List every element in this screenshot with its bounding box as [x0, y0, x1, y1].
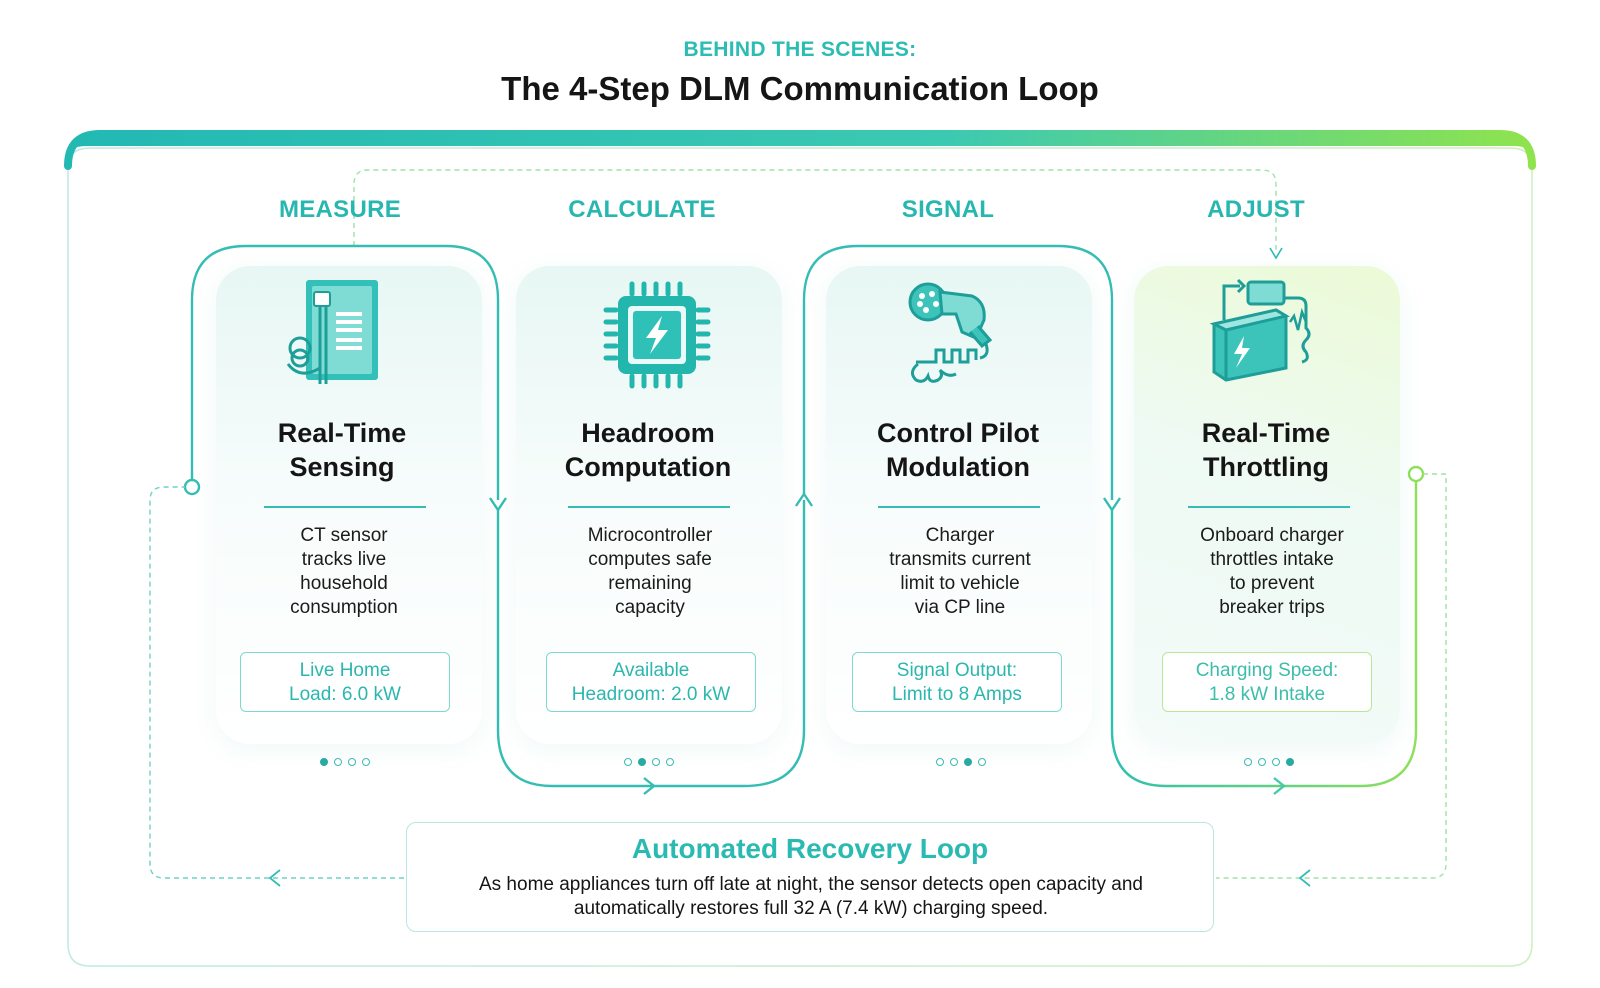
metric-signal: Signal Output:Limit to 8 Amps	[852, 652, 1062, 712]
divider-adjust	[1188, 506, 1350, 508]
indicator-dot	[320, 758, 328, 766]
indicator-dot	[334, 758, 342, 766]
indicator-dot	[950, 758, 958, 766]
charging-plug-signal-icon	[908, 282, 993, 383]
microchip-bolt-icon	[603, 281, 711, 389]
step-label-measure: MEASURE	[278, 196, 402, 223]
indicator-dot	[652, 758, 660, 766]
indicator-dot	[348, 758, 356, 766]
top-gradient-bar	[68, 136, 1532, 168]
recovery-loop-box: Automated Recovery Loop As home applianc…	[406, 822, 1214, 932]
loop-path-measure	[190, 244, 500, 500]
step-label-adjust: ADJUST	[1207, 196, 1305, 223]
feedback-dashed-line	[353, 169, 1277, 250]
arrow-right-2	[1273, 777, 1286, 795]
metric-adjust: Charging Speed:1.8 kW Intake	[1162, 652, 1372, 712]
arrow-right-1	[643, 777, 656, 795]
recovery-title: Automated Recovery Loop	[631, 833, 989, 864]
loop-path-adjust	[1110, 480, 1418, 788]
divider-calculate	[568, 506, 730, 508]
step-label-calculate: CALCULATE	[568, 196, 716, 223]
step-indicator-adjust	[1244, 758, 1304, 768]
electrical-panel-sensor-icon	[286, 280, 378, 384]
outer-frame	[67, 147, 1533, 967]
battery-charger-icon	[1209, 278, 1311, 382]
step-label-signal: SIGNAL	[901, 196, 995, 223]
recovery-dashed-right	[1216, 473, 1447, 879]
indicator-dot	[1286, 758, 1294, 766]
loop-path-calculate	[496, 500, 806, 788]
step-indicator-signal	[936, 758, 996, 768]
indicator-dot	[1258, 758, 1266, 766]
divider-measure	[264, 506, 426, 508]
step-indicator-calculate	[624, 758, 684, 768]
indicator-dot	[624, 758, 632, 766]
indicator-dot	[936, 758, 944, 766]
eyebrow-heading: BEHIND THE SCENES:	[683, 38, 917, 61]
step-indicator-measure	[320, 758, 380, 768]
indicator-dot	[964, 758, 972, 766]
page-title: The 4-Step DLM Communication Loop	[501, 70, 1099, 107]
recovery-dashed-left	[149, 486, 404, 879]
indicator-dot	[1272, 758, 1280, 766]
indicator-dot	[362, 758, 370, 766]
indicator-dot	[638, 758, 646, 766]
arrow-left-left	[268, 869, 281, 887]
divider-signal	[878, 506, 1040, 508]
loop-path-signal	[802, 244, 1114, 500]
feedback-arrow-down	[1269, 247, 1283, 260]
indicator-dot	[666, 758, 674, 766]
recovery-description: As home appliances turn off late at nigh…	[478, 874, 1144, 919]
indicator-dot	[1244, 758, 1252, 766]
arrow-left-right	[1298, 869, 1311, 887]
indicator-dot	[978, 758, 986, 766]
